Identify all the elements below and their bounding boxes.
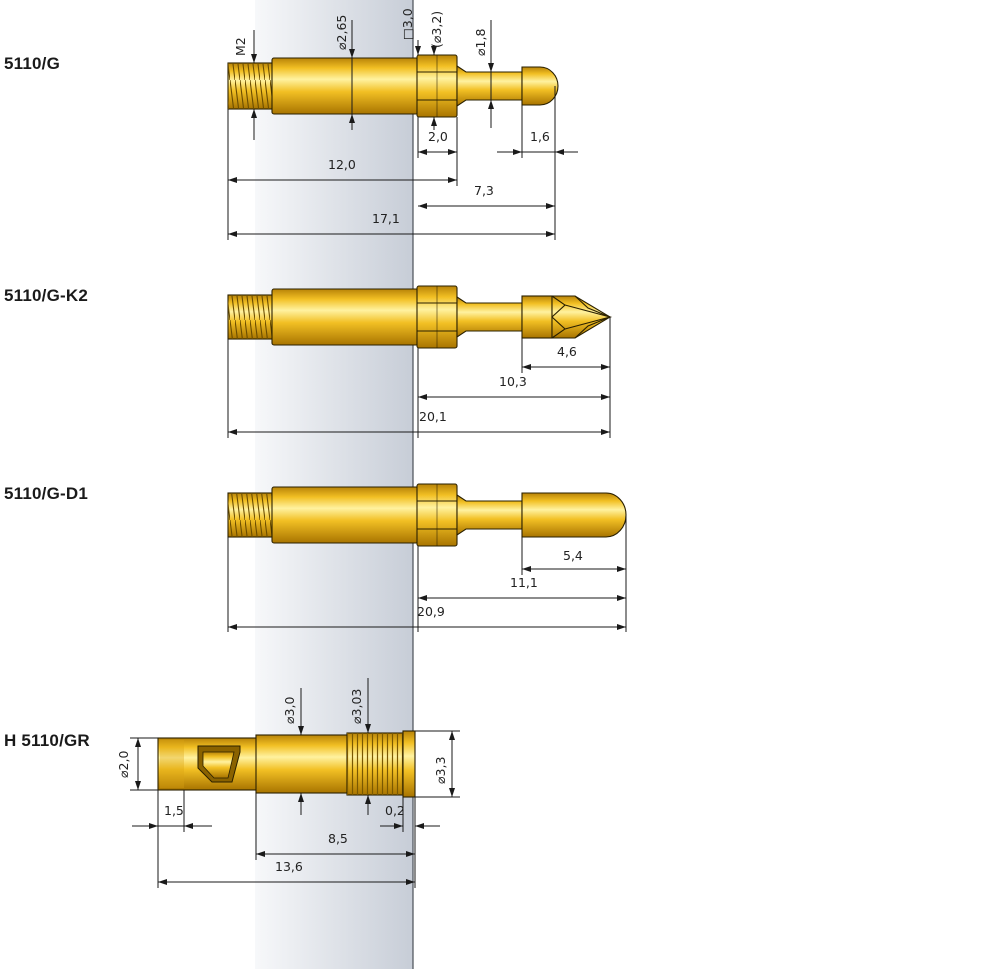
dim-k2-tip-len: 4,6 — [557, 344, 577, 359]
pin-5110g-d1 — [227, 483, 627, 547]
round-tip — [521, 66, 559, 106]
background-panel — [255, 0, 413, 969]
part-title-5110g-k2: 5110/G-K2 — [4, 286, 89, 305]
dim-square: □3,0 — [400, 8, 415, 40]
dim-recept-total-len: 13,6 — [275, 859, 303, 874]
dim-body-dia: ⌀2,65 — [334, 15, 349, 50]
crown-base — [521, 295, 553, 339]
dim-recept-collar-dia: ⌀3,3 — [433, 757, 448, 784]
dimensions-5110g-d1: 5,4 11,1 20,9 — [227, 515, 627, 632]
pin-5110g-k2 — [227, 285, 613, 349]
dim-body-len: 12,0 — [328, 157, 356, 172]
dim-knurl-dia: ⌀3,03 — [349, 689, 364, 724]
dimensions-h5110gr: ⌀2,0 ⌀3,0 ⌀3,03 ⌀3,3 1,5 0,2 8,5 13,6 — [116, 678, 460, 888]
receptacle-collar — [402, 730, 416, 798]
receptacle-body — [255, 734, 349, 794]
dim-end-len: 0,2 — [385, 803, 405, 818]
part-title-5110g: 5110/G — [4, 54, 61, 73]
dimensions-5110g-k2: 4,6 10,3 20,1 — [227, 317, 611, 438]
dim-k2-front-len: 10,3 — [499, 374, 527, 389]
dim-collar-len: 2,0 — [428, 129, 448, 144]
dim-front-len: 7,3 — [474, 183, 494, 198]
dim-bore-len: 1,5 — [164, 803, 184, 818]
dim-neck-dia: ⌀1,8 — [473, 29, 488, 56]
dimensions-5110g: M2 ⌀2,65 □3,0 (⌀3,2) ⌀1,8 2,0 1,6 12, — [227, 8, 578, 240]
neck-section — [456, 64, 523, 108]
part-title-5110g-d1: 5110/G-D1 — [4, 484, 89, 503]
plunger-tip — [521, 492, 627, 538]
dim-total-len: 17,1 — [372, 211, 400, 226]
dim-recept-body-len: 8,5 — [328, 831, 348, 846]
dim-collar-dia: (⌀3,2) — [429, 11, 444, 48]
dim-thread: M2 — [233, 37, 248, 56]
dim-k2-total-len: 20,1 — [419, 409, 447, 424]
pin-5110g — [227, 54, 559, 118]
dim-d1-total-len: 20,9 — [417, 604, 445, 619]
crown-tip — [551, 295, 612, 339]
dim-tip-len: 1,6 — [530, 129, 550, 144]
receptacle-h5110gr — [157, 730, 416, 798]
dim-bore-dia: ⌀2,0 — [116, 751, 131, 778]
dim-d1-front-len: 11,1 — [510, 575, 538, 590]
dim-d1-tip-len: 5,4 — [563, 548, 583, 563]
part-title-h5110gr: H 5110/GR — [4, 731, 90, 750]
dim-recept-body-dia: ⌀3,0 — [282, 697, 297, 724]
body-section — [271, 57, 419, 115]
